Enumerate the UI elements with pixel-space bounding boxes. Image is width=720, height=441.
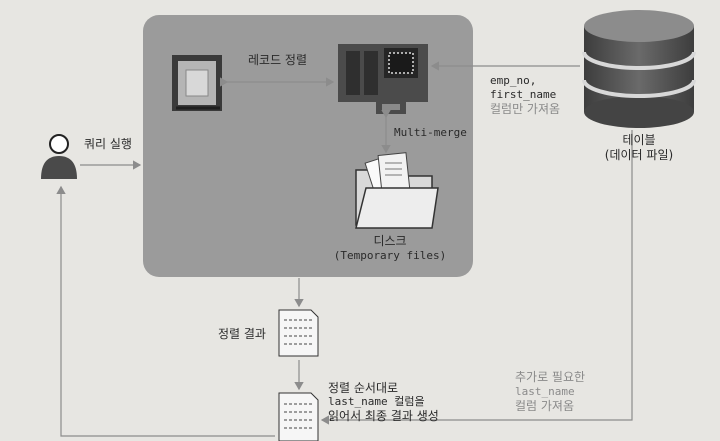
extra-line2: last_name — [515, 385, 575, 398]
extra-line3: 컬럼 가져옴 — [515, 399, 575, 413]
disk-label: 디스크 — [373, 234, 407, 248]
extra-column-arrow — [320, 130, 633, 425]
multi-merge-label: Multi-merge — [394, 126, 467, 139]
disk-sub-label: (Temporary files) — [333, 249, 447, 262]
return-result-arrow — [56, 185, 275, 437]
memory-chip-icon — [338, 44, 428, 114]
final-line3: 읽어서 최종 결과 생성 — [328, 409, 439, 423]
query-exec-label: 쿼리 실행 — [84, 137, 132, 151]
sort-result-label: 정렬 결과 — [218, 327, 266, 341]
database-icon — [582, 10, 696, 128]
fetch-cols-line3: 컬럼만 가져옴 — [490, 102, 561, 116]
table-sub-label: (데이터 파일) — [604, 148, 674, 162]
table-label: 테이블 — [622, 133, 656, 147]
fetch-cols-line1: emp_no, — [490, 74, 537, 87]
cpu-icon — [172, 55, 222, 111]
extra-line1: 추가로 필요한 — [515, 370, 586, 384]
flow-arrows — [56, 61, 633, 437]
final-line2: last_name 컬럼을 — [328, 395, 425, 408]
user-icon — [41, 134, 77, 179]
folder-icon — [355, 152, 439, 229]
document-icon — [278, 392, 319, 441]
document-icon — [278, 309, 319, 357]
fetch-cols-line2: first_name — [490, 88, 557, 101]
final-line1: 정렬 순서대로 — [328, 381, 399, 395]
record-sort-label: 레코드 정렬 — [248, 53, 308, 67]
